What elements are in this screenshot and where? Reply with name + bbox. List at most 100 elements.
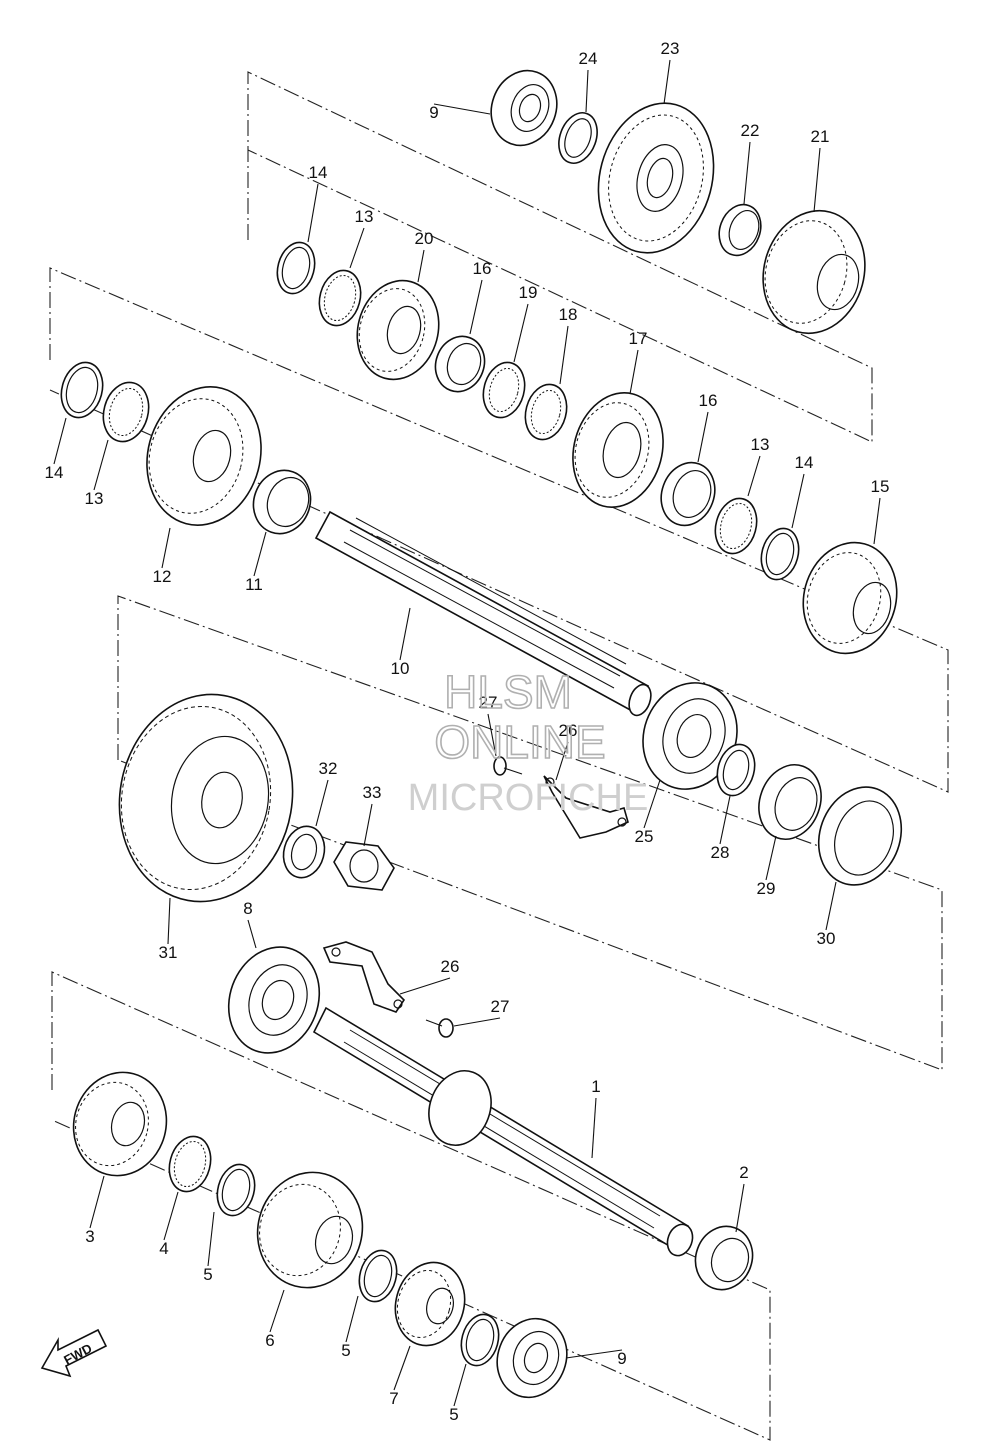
callout-10: 10 <box>391 659 410 678</box>
leader-26a <box>555 741 569 781</box>
callout-26b: 26 <box>441 957 460 976</box>
callout-27a: 27 <box>479 693 498 712</box>
leader-19 <box>513 303 529 363</box>
leader-15 <box>873 497 881 545</box>
callout-13b: 13 <box>751 435 770 454</box>
callout-16b: 16 <box>699 391 718 410</box>
countershaft-10 <box>314 510 652 717</box>
callout-7: 7 <box>389 1389 398 1408</box>
washer-13-mid <box>714 497 758 555</box>
circlip-14-top <box>276 241 316 295</box>
fwd-arrow-icon: FWD <box>40 1328 108 1378</box>
callout-8: 8 <box>243 899 252 918</box>
bushing-16-mid <box>660 461 716 527</box>
callout-11: 11 <box>245 575 263 594</box>
watermark-line-3: MICROFICHE <box>408 777 649 819</box>
callout-25: 25 <box>635 827 654 846</box>
washer-18 <box>524 383 568 441</box>
bolt-27-lower <box>425 1018 454 1038</box>
leader-13a <box>349 227 365 269</box>
washer-28 <box>716 743 756 797</box>
callout-9b: 9 <box>617 1349 626 1368</box>
boundary-mainshaft <box>51 971 771 1441</box>
leader-13c <box>93 439 109 491</box>
leader-9a <box>433 103 491 115</box>
leader-17 <box>629 349 639 395</box>
callout-24: 24 <box>579 49 598 68</box>
seal-30 <box>817 786 903 886</box>
fwd-label: FWD <box>61 1340 94 1367</box>
leader-14a <box>307 183 319 243</box>
bearing-8 <box>227 946 321 1054</box>
circlip-14-left <box>60 361 104 419</box>
bushing-11 <box>252 469 312 535</box>
callout-26a: 26 <box>559 721 578 740</box>
callout-21: 21 <box>811 127 830 146</box>
callout-28: 28 <box>711 843 730 862</box>
gear-31 <box>118 693 294 903</box>
collar-29 <box>758 764 822 840</box>
leader-12 <box>161 527 171 569</box>
callout-1: 1 <box>591 1077 600 1096</box>
leader-10 <box>399 607 411 661</box>
leader-22 <box>743 141 751 205</box>
leader-14c <box>53 417 67 465</box>
bearing-9-top <box>490 69 558 147</box>
callout-12: 12 <box>153 567 172 586</box>
collar-2 <box>694 1225 754 1291</box>
boundary-countershaft <box>49 267 949 793</box>
leader-11 <box>253 531 267 577</box>
callout-27b: 27 <box>491 997 510 1016</box>
leader-25 <box>643 779 661 829</box>
leader-30 <box>825 881 837 931</box>
washer-4 <box>168 1135 212 1193</box>
callout-9a: 9 <box>429 103 438 122</box>
callout-20: 20 <box>415 229 434 248</box>
bracket-26-upper <box>543 775 629 839</box>
gear-17 <box>572 392 664 508</box>
watermark-line-2: ONLINE <box>434 716 605 768</box>
washer-24 <box>558 112 598 164</box>
leader-18 <box>559 325 569 385</box>
leader-1 <box>591 1097 597 1159</box>
callout-15: 15 <box>871 477 890 496</box>
callout-30: 30 <box>817 929 836 948</box>
callout-6: 6 <box>265 1331 274 1350</box>
boundary-secondary <box>117 595 943 1071</box>
leader-21 <box>813 147 821 213</box>
watermark: HLSM ONLINE MICROFICHE <box>408 665 649 819</box>
callout-labels: 1234555678991011121313131414141516161718… <box>45 39 890 1424</box>
leader-6 <box>269 1289 285 1333</box>
callout-19: 19 <box>519 283 538 302</box>
circlip-5-c <box>460 1313 500 1367</box>
leader-31 <box>167 897 171 945</box>
watermark-line-1: HLSM <box>444 666 572 718</box>
callout-33: 33 <box>363 783 382 802</box>
leader-32 <box>315 779 329 827</box>
leader-5c <box>453 1363 467 1407</box>
callout-5c: 5 <box>449 1405 458 1424</box>
circlip-5-a <box>216 1163 256 1217</box>
gear-15 <box>802 541 898 655</box>
callout-2: 2 <box>739 1163 748 1182</box>
leader-4 <box>163 1191 179 1241</box>
callout-3: 3 <box>85 1227 94 1246</box>
leader-27b <box>453 1017 501 1027</box>
gear-21 <box>762 209 866 335</box>
gear-20 <box>356 279 440 381</box>
circlip-14-mid <box>760 527 800 581</box>
callout-16a: 16 <box>473 259 492 278</box>
leader-7 <box>393 1345 411 1391</box>
callout-13c: 13 <box>85 489 104 508</box>
leader-16a <box>469 279 483 335</box>
washer-32 <box>282 825 326 879</box>
leader-29 <box>765 835 777 881</box>
callout-5b: 5 <box>341 1341 350 1360</box>
leader-8 <box>247 919 257 949</box>
boundary-upper-gears <box>247 71 873 443</box>
leader-2 <box>735 1183 745 1233</box>
leader-33 <box>363 803 373 847</box>
leader-3 <box>89 1175 105 1229</box>
gear-3 <box>72 1071 168 1177</box>
